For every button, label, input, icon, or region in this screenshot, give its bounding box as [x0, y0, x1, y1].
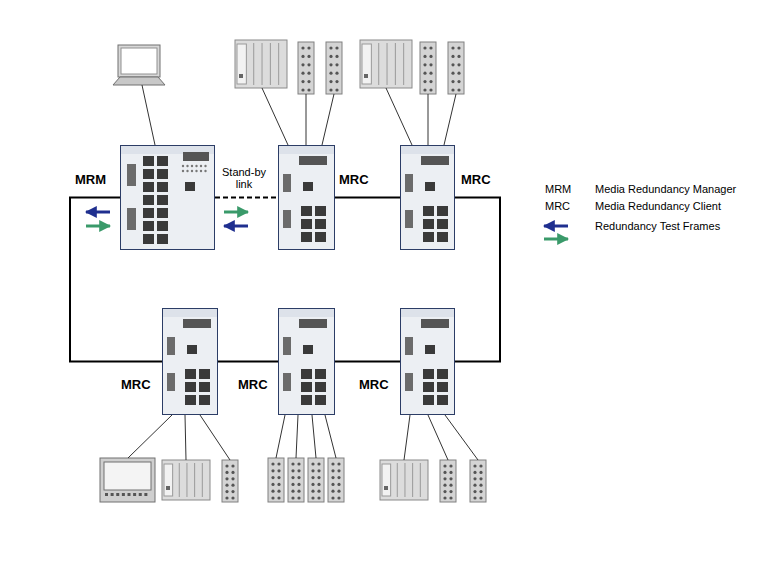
plc-rack — [235, 40, 287, 88]
ring-link — [335, 361, 400, 363]
io-module — [308, 458, 324, 502]
io-module — [470, 460, 486, 502]
hmi-panel — [100, 458, 155, 502]
plc-rack — [380, 460, 428, 500]
plc-rack — [162, 460, 210, 500]
io-module — [288, 458, 304, 502]
test-frame-arrow — [86, 211, 110, 214]
io-module — [328, 458, 344, 502]
device-cable — [428, 415, 448, 460]
legend-text: Redundancy Test Frames — [595, 220, 720, 233]
switch-front — [279, 146, 334, 249]
test-frame-arrow — [224, 211, 248, 214]
test-frame-arrow — [544, 238, 568, 241]
role-label: MRC — [121, 377, 151, 392]
ring-link — [335, 197, 400, 199]
ring-link — [455, 198, 500, 362]
device-cable — [200, 415, 230, 460]
device-cable — [185, 415, 186, 460]
plc-rack — [360, 40, 412, 88]
switch-front — [163, 309, 217, 414]
role-label: MRC — [339, 172, 369, 187]
role-label: MRC — [461, 172, 491, 187]
switch-front — [401, 309, 454, 414]
switch-front — [401, 146, 454, 249]
role-label: MRC — [359, 377, 389, 392]
device-cable — [142, 85, 155, 145]
legend-text: Media Redundancy Manager — [595, 183, 736, 196]
role-label: MRM — [75, 172, 106, 187]
device-cable — [276, 415, 285, 458]
io-module — [298, 42, 314, 94]
legend-text: Media Redundancy Client — [595, 200, 721, 213]
role-label: MRC — [238, 377, 268, 392]
device-cable — [306, 94, 307, 145]
device-cable — [386, 88, 412, 145]
ring-link — [218, 361, 278, 363]
device-cable — [325, 415, 336, 458]
network-switch: MRC — [278, 308, 335, 415]
io-module — [440, 460, 456, 502]
device-cable — [296, 415, 298, 458]
switch-front — [121, 146, 214, 249]
io-module — [268, 458, 284, 502]
network-switch: MRC — [400, 145, 455, 250]
device-cable — [128, 415, 172, 458]
device-cable — [445, 415, 478, 460]
device-cable — [312, 415, 316, 458]
io-module — [222, 460, 238, 502]
device-cable — [322, 94, 334, 145]
laptop-icon — [113, 45, 165, 85]
legend-key: MRC — [545, 200, 570, 213]
test-frame-arrow — [544, 225, 568, 228]
link-label: Stand-by link — [216, 166, 272, 190]
network-switch: MRC — [278, 145, 335, 250]
device-cable — [404, 415, 410, 460]
network-switch: MRC — [400, 308, 455, 415]
device-cable — [262, 88, 288, 145]
ring-link — [70, 198, 162, 362]
io-module — [326, 42, 342, 94]
switch-front — [279, 309, 334, 414]
network-switch: MRM — [120, 145, 215, 250]
test-frame-arrow — [86, 225, 110, 228]
ring-link — [215, 197, 278, 199]
io-module — [420, 42, 436, 94]
device-cable — [428, 94, 429, 145]
network-switch: MRC — [162, 308, 218, 415]
io-module — [448, 42, 464, 94]
device-cable — [444, 94, 456, 145]
legend-key: MRM — [545, 183, 571, 196]
test-frame-arrow — [224, 225, 248, 228]
